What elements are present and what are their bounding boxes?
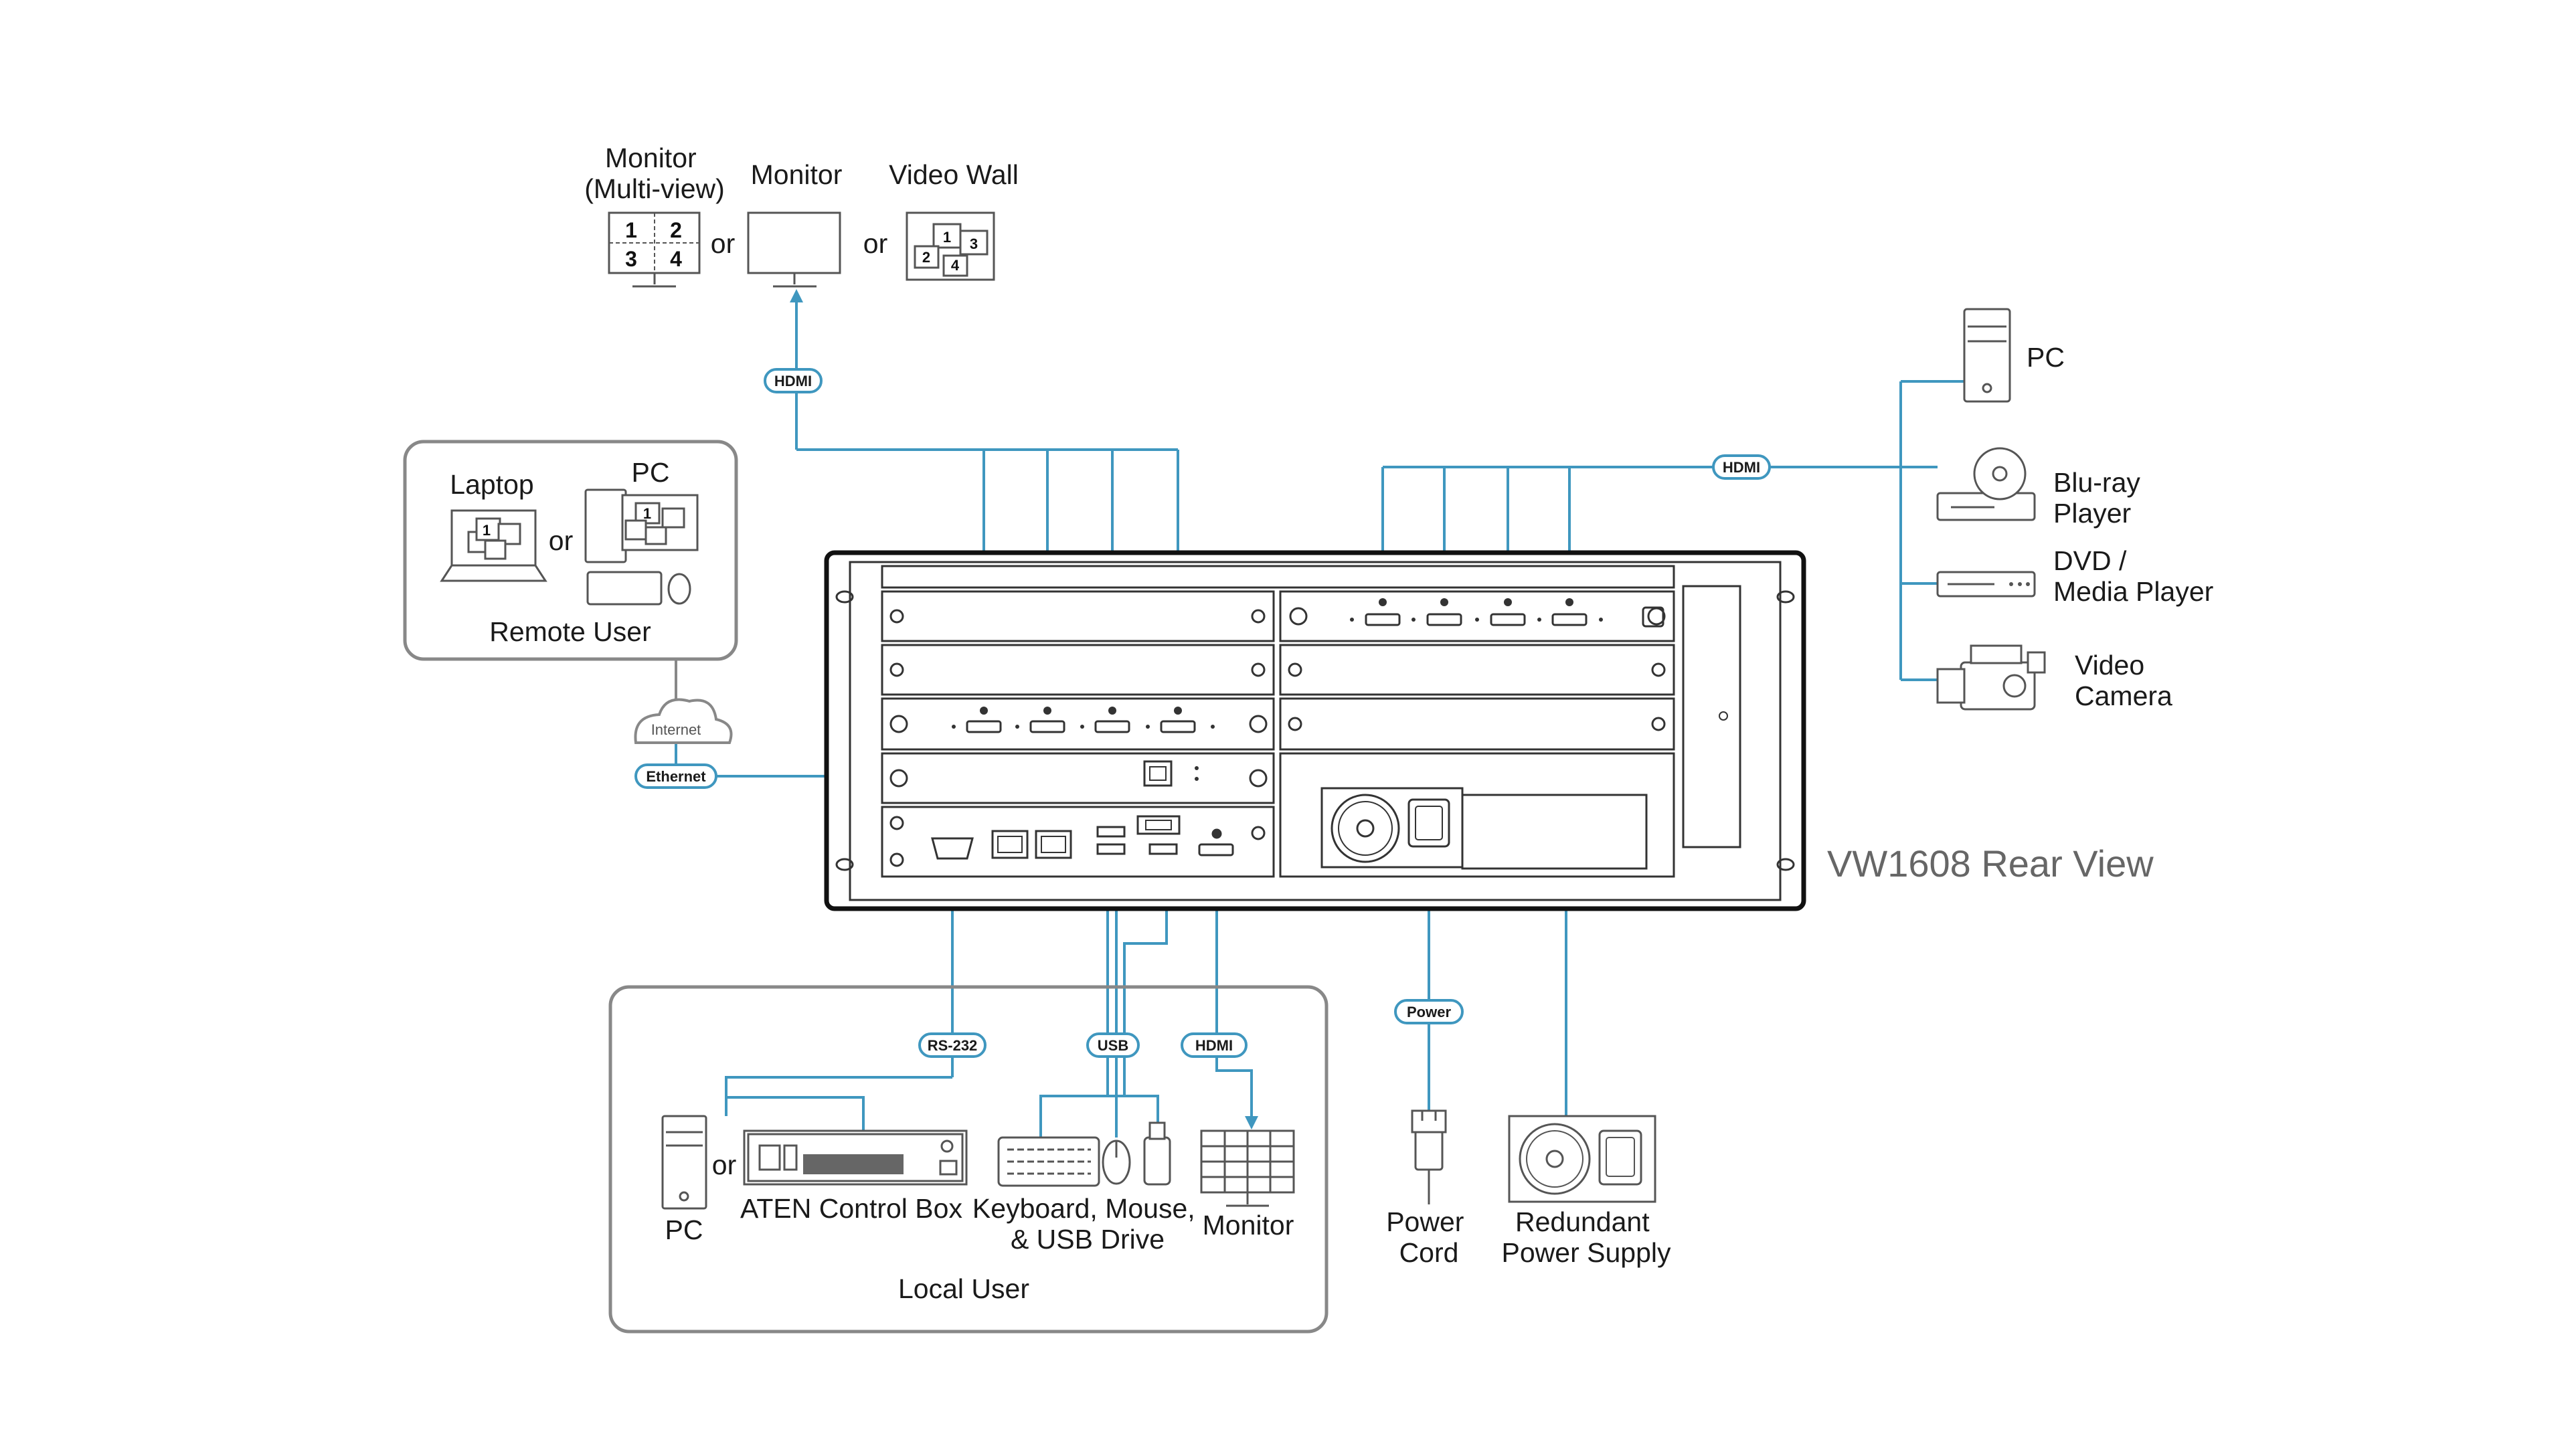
remote-pc-label: PC (632, 457, 670, 488)
local-user-title: Local User (898, 1273, 1029, 1304)
aten-control-box-icon (743, 1129, 968, 1186)
source-devices: PC Blu-ray Player DVD / Media Player (1936, 308, 2213, 711)
line-2: Cord (1399, 1237, 1459, 1268)
camera-label: Video Camera (2075, 650, 2172, 711)
line-2: Media Player (2053, 576, 2213, 607)
redundant-power-supply-icon (1508, 1115, 1656, 1203)
grid-number: 2 (670, 218, 682, 242)
local-monitor-label: Monitor (1203, 1210, 1294, 1241)
line-2: Player (2053, 498, 2131, 529)
or-text: or (549, 525, 573, 556)
line-2: Power Supply (1502, 1237, 1671, 1268)
hdmi-output-ports (952, 707, 1215, 733)
wall-number: 4 (951, 257, 960, 274)
keyboard-icon (997, 1136, 1100, 1187)
source-pc-label: PC (2027, 342, 2065, 373)
pill-power: Power (1394, 999, 1464, 1024)
mouse-icon (1102, 1140, 1131, 1185)
line-1: Video (2075, 650, 2144, 680)
grid-number: 1 (625, 218, 637, 242)
line-1: Redundant (1515, 1206, 1650, 1237)
line-2: Camera (2075, 680, 2172, 711)
video-wall-icon: 1 2 3 4 (906, 211, 995, 281)
multiview-monitor-icon: 1 2 3 4 (608, 211, 701, 288)
pill-power-text: Power (1407, 1004, 1451, 1020)
pill-hdmi-local: HDMI (1181, 1032, 1248, 1058)
pill-hdmi-in-text: HDMI (1723, 459, 1760, 476)
line-1: Monitor (605, 143, 697, 173)
line-1: DVD / (2053, 545, 2127, 576)
power-cord-plug-icon (1411, 1109, 1447, 1204)
line-2: (Multi-view) (584, 173, 725, 204)
remote-user-group: Laptop PC or Remote User 1 1 Int (403, 440, 738, 744)
pill-rs232-text: RS-232 (928, 1037, 978, 1054)
monitor-multiview-label: Monitor (Multi-view) (584, 143, 725, 204)
power-cord-label: Power Cord (1386, 1206, 1472, 1268)
pill-usb: USB (1086, 1032, 1140, 1058)
video-camera-icon (1936, 644, 2046, 711)
video-wall-label: Video Wall (889, 159, 1019, 190)
remote-pc-icon: 1 (584, 488, 699, 606)
line-2: & USB Drive (1011, 1224, 1165, 1255)
pill-hdmi-in: HDMI (1712, 454, 1771, 480)
vw1608-chassis (824, 550, 1806, 911)
internet-label: Internet (651, 721, 701, 738)
monitor-label: Monitor (751, 159, 843, 190)
monitor-icon (747, 211, 841, 288)
product-rear-view-title: VW1608 Rear View (1827, 842, 2154, 885)
or-text: or (711, 228, 735, 259)
internet-cloud-icon: Internet (634, 698, 733, 744)
bluray-label: Blu-ray Player (2053, 467, 2148, 529)
cable-label-pills: HDMI HDMI Ethernet RS-232 USB HDMI Power (634, 368, 1771, 1058)
local-user-group: Local User PC or ATEN Control Box (608, 985, 1329, 1334)
pill-ethernet: Ethernet (634, 763, 717, 789)
pill-hdmi-out: HDMI (764, 368, 823, 393)
usb-drive-icon (1143, 1121, 1171, 1186)
ethernet-port-icon (1143, 760, 1199, 787)
wall-number: 1 (943, 229, 951, 246)
line-1: Keyboard, Mouse, (972, 1193, 1195, 1224)
laptop-label: Laptop (450, 469, 533, 500)
grid-number: 3 (625, 247, 637, 271)
pill-usb-text: USB (1098, 1037, 1128, 1054)
line-1: Blu-ray (2053, 467, 2140, 498)
pill-rs232: RS-232 (918, 1032, 987, 1058)
line-1: Power (1386, 1206, 1464, 1237)
pill-hdmi-local-text: HDMI (1195, 1037, 1233, 1054)
control-box-label: ATEN Control Box (740, 1193, 962, 1224)
wall-number: 2 (922, 249, 930, 266)
dvd-player-icon (1936, 571, 2036, 598)
wall-number: 3 (970, 236, 978, 252)
local-monitor-icon (1200, 1129, 1295, 1207)
laptop-window-number: 1 (483, 522, 491, 539)
pill-ethernet-text: Ethernet (646, 768, 706, 785)
bluray-player-icon (1936, 447, 2036, 521)
grid-number: 4 (670, 247, 682, 271)
power-devices: Power Cord Redundant Power Supply (1386, 1109, 1671, 1268)
local-pc-icon (661, 1115, 707, 1210)
pill-hdmi-out-text: HDMI (774, 373, 812, 389)
dvd-label: DVD / Media Player (2053, 545, 2213, 607)
pc-tower-icon (1963, 308, 2011, 403)
redundant-power-label: Redundant Power Supply (1502, 1206, 1671, 1268)
power-supply-module (1320, 787, 1648, 870)
remote-user-title: Remote User (489, 616, 651, 647)
or-text: or (712, 1150, 736, 1180)
laptop-icon: 1 (440, 509, 547, 582)
keyboard-mouse-label: Keyboard, Mouse, & USB Drive (972, 1193, 1203, 1255)
pc-window-number: 1 (643, 505, 651, 522)
or-text: or (863, 228, 887, 259)
output-devices: 1 2 3 4 Monitor (Multi-view) or Monitor … (584, 143, 1019, 288)
local-pc-label: PC (665, 1214, 703, 1245)
control-ports (931, 815, 1234, 860)
hdmi-input-ports (1350, 598, 1664, 628)
